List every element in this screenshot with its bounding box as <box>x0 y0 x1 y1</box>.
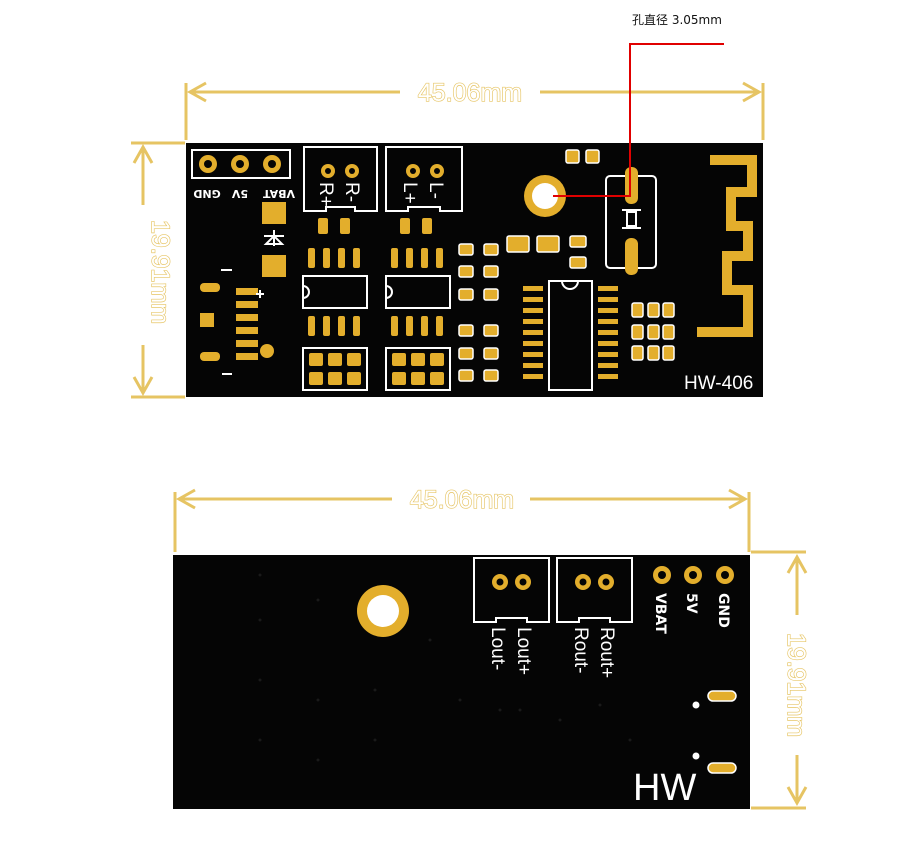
top-mounting-hole <box>524 175 566 217</box>
top-connector-r <box>303 146 378 212</box>
top-connector-r-minus: R- <box>341 182 362 202</box>
hole-callout <box>553 43 724 197</box>
top-resistor-columns <box>458 243 499 382</box>
top-power-section <box>200 202 286 361</box>
top-main-ic <box>523 280 618 391</box>
top-connector-l-minus: L- <box>425 182 446 199</box>
bottom-pin-pads <box>653 566 734 584</box>
top-header-label-5v: 5V <box>231 187 248 200</box>
top-model-label: HW-406 <box>684 373 753 394</box>
bottom-mounting-hole <box>357 585 409 637</box>
top-height-label: 19.91mm <box>146 220 174 324</box>
bottom-width-dimension <box>173 488 751 552</box>
top-connector-l <box>385 146 463 212</box>
bottom-lout-plus: Lout+ <box>513 627 534 675</box>
top-chip-right <box>385 218 451 336</box>
bottom-small-pads <box>692 690 737 774</box>
bottom-rout-plus: Rout+ <box>596 627 617 678</box>
bottom-pcb <box>173 555 750 809</box>
bottom-height-label: 19.91mm <box>782 633 810 737</box>
top-header-label-vbat: VBAT <box>262 187 295 200</box>
bottom-connector-lout <box>473 557 550 623</box>
top-header <box>191 149 291 179</box>
bottom-vias <box>258 573 632 762</box>
top-antenna <box>697 155 757 337</box>
top-passive-cluster-1 <box>302 347 368 391</box>
top-view: 45.06mm 19.91mm VBAT 5V GND R- <box>131 13 765 399</box>
top-passive-cluster-2 <box>385 347 451 391</box>
hole-diameter-note: 孔直径 3.05mm <box>632 13 722 27</box>
bottom-pin-label-5v: 5V <box>683 593 699 614</box>
bottom-rout-minus: Rout- <box>570 627 591 673</box>
top-power-marks <box>221 269 264 375</box>
bottom-connector-rout <box>556 557 633 623</box>
top-connector-r-plus: R+ <box>315 182 336 207</box>
top-width-dimension <box>184 81 765 140</box>
bottom-view: 45.06mm 19.91mm <box>173 485 811 810</box>
bottom-pin-label-gnd: GND <box>715 593 731 628</box>
top-height-dimension <box>131 141 185 399</box>
top-chip-left <box>302 218 368 336</box>
top-small-parts <box>506 149 600 269</box>
bottom-brand-label: HW <box>633 767 696 809</box>
bottom-pin-label-vbat: VBAT <box>652 593 668 634</box>
top-connector-l-plus: L+ <box>399 182 420 204</box>
top-crystal <box>605 167 657 275</box>
top-header-label-gnd: GND <box>193 187 220 200</box>
bottom-height-dimension <box>751 550 808 810</box>
top-right-resistor-array <box>631 302 675 361</box>
top-width-label: 45.06mm <box>418 79 522 107</box>
bottom-lout-minus: Lout- <box>487 627 508 670</box>
bottom-width-label: 45.06mm <box>410 486 514 514</box>
